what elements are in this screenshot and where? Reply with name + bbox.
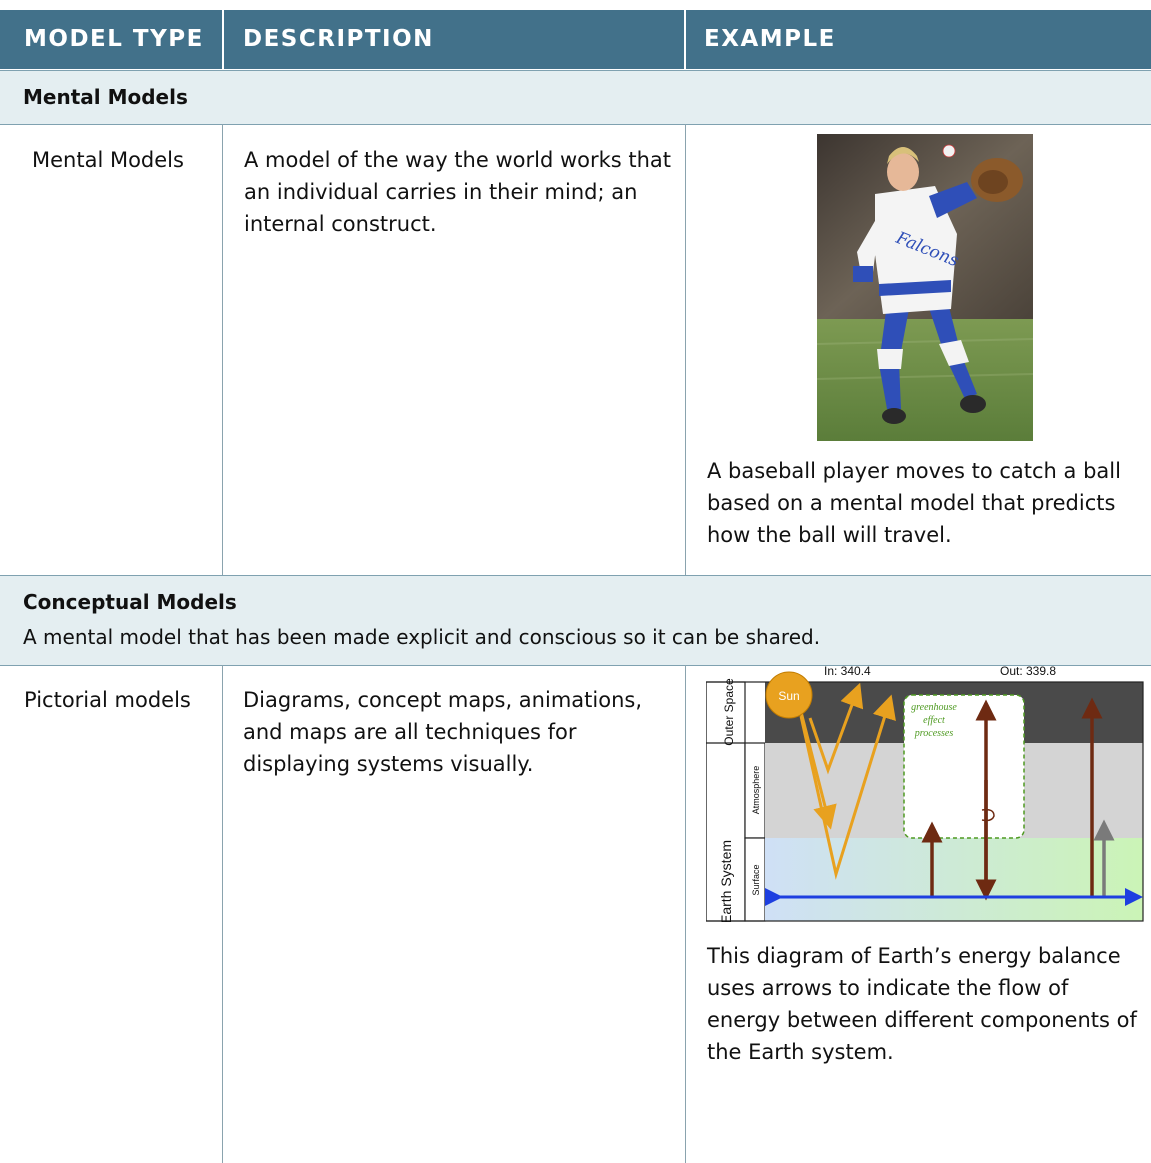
sun-icon <box>765 671 813 719</box>
atmosphere-label: Atmosphere <box>751 766 761 815</box>
surface-band <box>765 838 1143 921</box>
energy-balance-diagram: greenhouse effect processes Sun In: 340.… <box>706 664 1144 922</box>
cell-model-type: Mental Models <box>32 148 184 172</box>
section-band-conceptual: Conceptual Models A mental model that ha… <box>0 575 1151 666</box>
cell-model-type: Pictorial models <box>24 688 191 712</box>
greenhouse-box <box>903 694 1025 839</box>
cell-example-caption: This diagram of Earth’s energy balance u… <box>707 944 1137 1064</box>
header-description: DESCRIPTION <box>243 26 434 52</box>
column-rule <box>222 124 223 575</box>
cell-description: Diagrams, concept maps, animations, and … <box>243 688 642 776</box>
greenhouse-label: greenhouse <box>911 702 957 713</box>
out-label: Out: 339.8 <box>1000 664 1056 678</box>
cell-example-caption: A baseball player moves to catch a ball … <box>707 459 1121 547</box>
earth-system-label: Earth System <box>718 840 734 922</box>
section-subtitle: A mental model that has been made explic… <box>23 625 821 649</box>
section-title: Conceptual Models <box>23 590 237 614</box>
in-label: In: 340.4 <box>824 664 871 678</box>
surface-label: Surface <box>751 864 761 895</box>
header-example: EXAMPLE <box>704 26 836 52</box>
table-header: MODEL TYPE DESCRIPTION EXAMPLE <box>0 10 1151 69</box>
section-band-mental: Mental Models <box>0 70 1151 125</box>
column-rule <box>685 124 686 575</box>
header-divider <box>684 10 686 69</box>
header-model-type: MODEL TYPE <box>24 26 204 52</box>
greenhouse-label: effect <box>923 715 945 726</box>
baseball-player-photo: Falcons <box>817 134 1033 441</box>
section-title: Mental Models <box>23 85 188 109</box>
greenhouse-label: processes <box>914 728 954 739</box>
header-divider <box>222 10 224 69</box>
cell-description: A model of the way the world works that … <box>244 148 672 236</box>
outer-space-label: Outer Space <box>722 678 736 746</box>
column-rule <box>685 665 686 1163</box>
column-rule <box>222 665 223 1163</box>
sun-label: Sun <box>778 689 799 703</box>
